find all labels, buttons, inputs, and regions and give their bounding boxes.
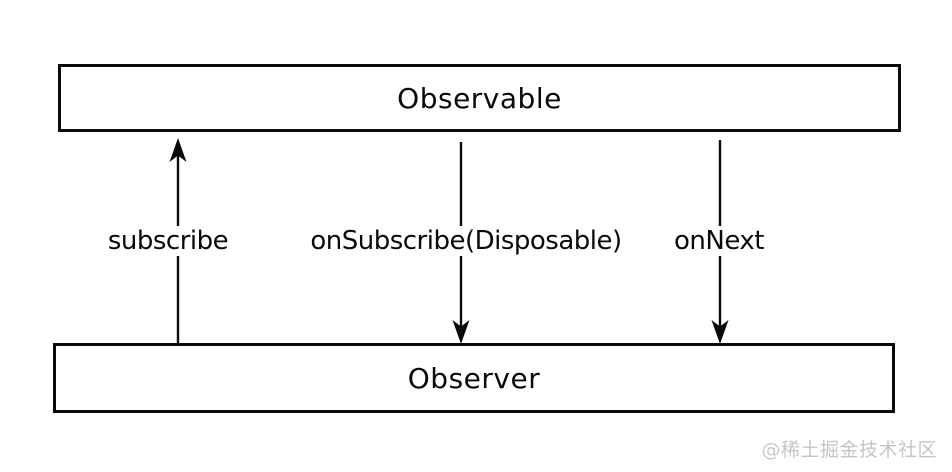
observable-box-label: Observable: [397, 81, 562, 115]
watermark-text: @稀土掘金技术社区: [761, 439, 937, 461]
onnext-arrowhead: [711, 320, 729, 344]
observable-box: Observable: [58, 64, 901, 132]
subscribe-arrowhead: [169, 138, 187, 162]
observer-box: Observer: [53, 343, 895, 413]
onnext-arrow-label: onNext: [670, 226, 768, 256]
onsubscribe-arrowhead: [452, 320, 470, 344]
observer-box-label: Observer: [407, 361, 541, 395]
onsubscribe-arrow-label: onSubscribe(Disposable): [306, 226, 626, 256]
subscribe-arrow-label: subscribe: [103, 226, 233, 256]
